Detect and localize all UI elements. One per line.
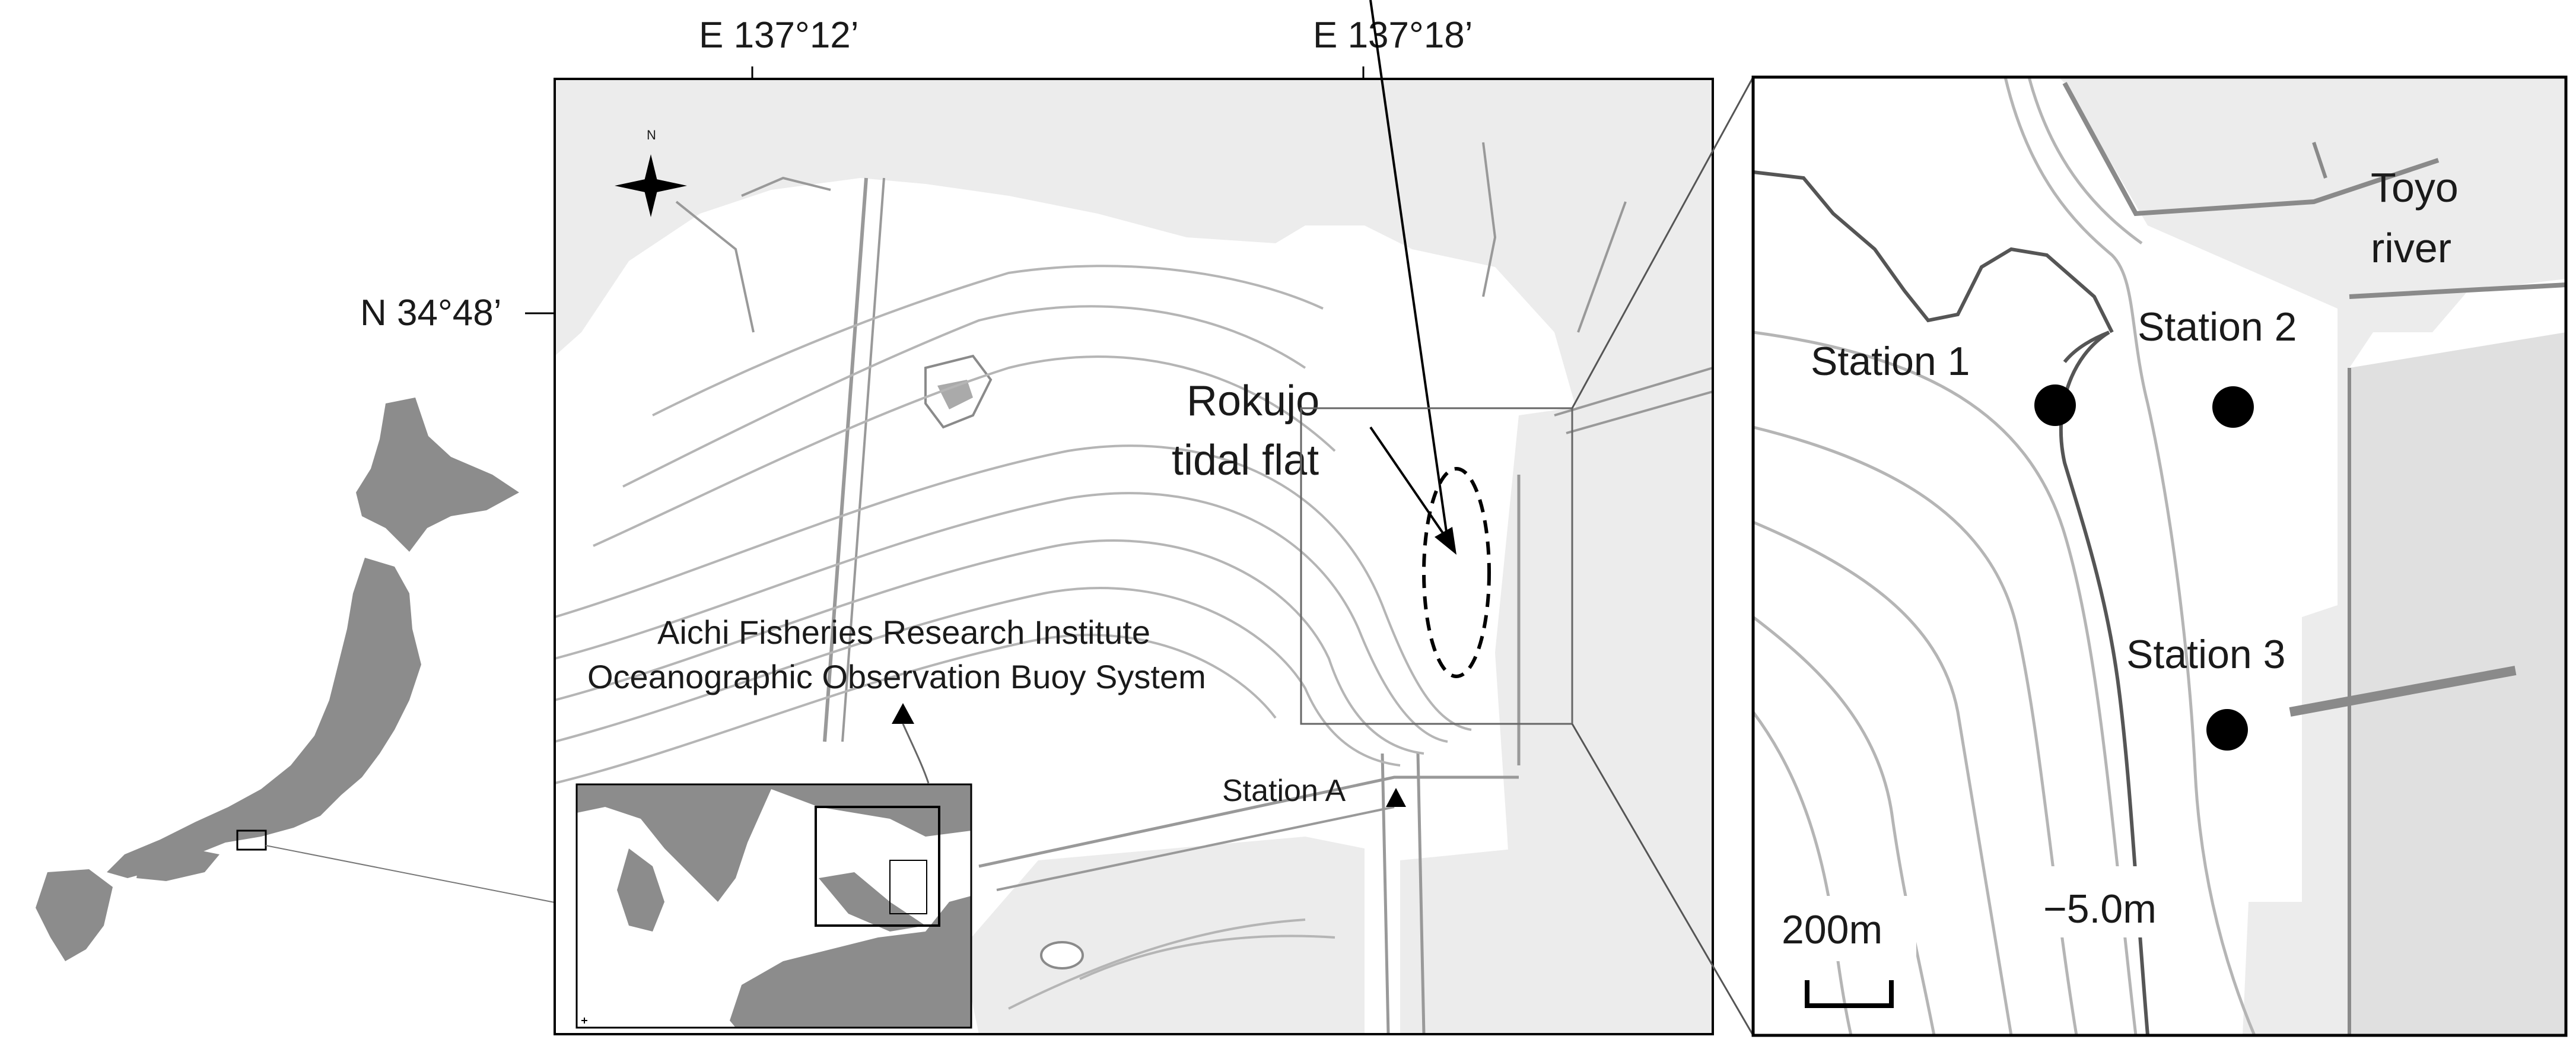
compass-rose-icon: N (615, 128, 687, 217)
station-a-label: Station A (1222, 774, 1346, 808)
station-3-label: Station 3 (2126, 632, 2285, 677)
rokujo-arrow (1369, 426, 1449, 541)
station-2-label: Station 2 (2138, 304, 2297, 349)
station-3-marker (2206, 709, 2248, 751)
zoom-connector-top (1571, 77, 1754, 409)
toyo-river-label-line2: river (2371, 225, 2451, 271)
station-1-marker (2034, 384, 2076, 426)
buoy-label-line1: Aichi Fisheries Research Institute (657, 613, 1150, 651)
buoy-label-line2: Oceanographic Observation Buoy System (587, 658, 1206, 695)
longitude-label-1: E 137°12’ (699, 15, 859, 56)
rokujo-arrowhead-icon (1435, 527, 1456, 555)
rokujo-arrow-line (1369, 0, 1449, 541)
rokujo-tidal-flat-outline (1422, 467, 1491, 678)
scale-bar-label: 200m (1782, 907, 1882, 952)
rokujo-label-line2: tidal flat (1172, 437, 1319, 484)
zoom-connector-bottom (1571, 723, 1754, 1036)
station-2-marker (2212, 386, 2254, 428)
latitude-label-1: N 34°48’ (360, 293, 502, 333)
scale-bar (1805, 980, 1894, 1008)
buoy-tether-line (902, 723, 930, 784)
zoom-panel-map (1751, 75, 2568, 1037)
zoom-area-rectangle (1300, 407, 1573, 725)
longitude-label-2: E 137°18’ (1313, 15, 1473, 56)
depth-contour-label: −5.0m (2043, 886, 2157, 932)
compass-north-label: N (647, 128, 656, 142)
toyo-river-label-line1: Toyo (2371, 164, 2459, 211)
buoy-triangle-icon (892, 703, 914, 724)
station-1-label: Station 1 (1811, 339, 1970, 384)
station-a-triangle-icon (1386, 788, 1406, 807)
rokujo-label-line1: Rokujo (1187, 377, 1319, 425)
japan-overview-map (36, 398, 558, 961)
inset-locator-map (575, 783, 972, 1029)
